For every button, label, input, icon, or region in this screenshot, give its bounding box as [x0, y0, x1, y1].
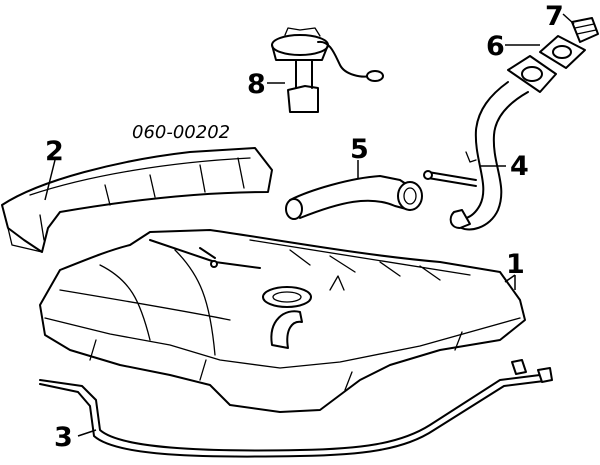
callout-7: 7: [545, 1, 564, 32]
callout-8: 8: [247, 69, 266, 100]
callout-5: 5: [350, 134, 369, 165]
heat-shield: [1, 147, 273, 253]
tank-strap: [39, 359, 553, 458]
filler-neck: [423, 55, 557, 231]
fuel-tank: [39, 229, 526, 413]
callout-1: 1: [506, 249, 525, 280]
fuel-cap: [571, 17, 599, 43]
callout-3: 3: [54, 422, 73, 453]
filler-hose: [285, 175, 423, 220]
fuel-sender: [271, 27, 384, 113]
callout-2: 2: [45, 136, 64, 167]
leader-lines: [44, 13, 575, 437]
filler-gasket: [539, 35, 586, 69]
callout-6: 6: [486, 31, 505, 62]
part-code: 060-00202: [132, 122, 230, 143]
callout-4: 4: [510, 151, 529, 182]
